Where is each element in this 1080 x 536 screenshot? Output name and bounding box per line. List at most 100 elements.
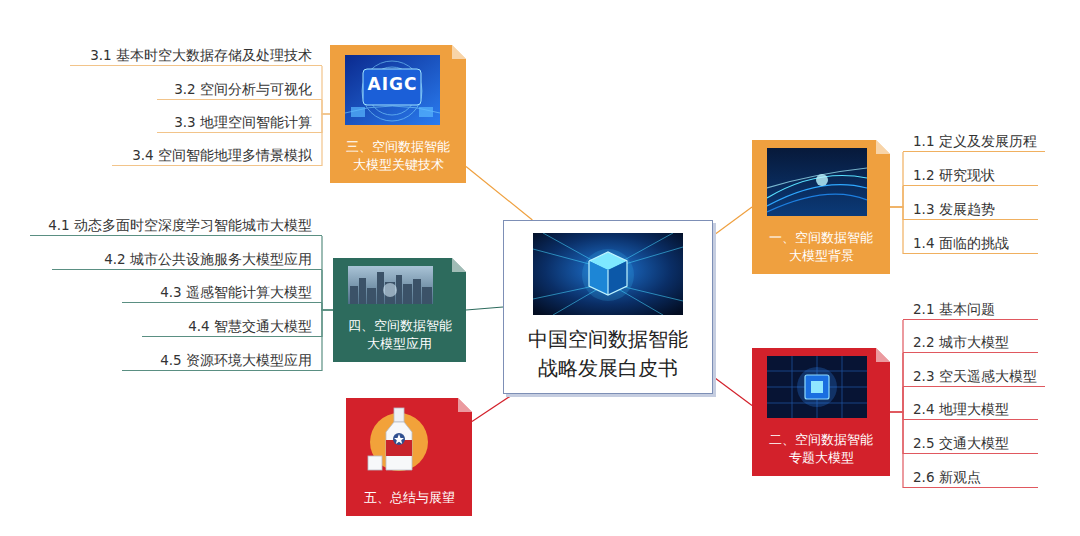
branch-connector bbox=[890, 412, 903, 420]
topic-leaf: 3.4 空间智能地理多情景模拟 bbox=[112, 140, 322, 166]
topic-text: 四、空间数据智能 大模型应用 bbox=[345, 317, 454, 353]
branch-topic: 四、空间数据智能 大模型应用 bbox=[333, 258, 466, 362]
topic-leaf: 1.1 定义及发展历程 bbox=[903, 126, 1045, 152]
illustration-part bbox=[348, 266, 433, 304]
card-fold bbox=[452, 45, 466, 59]
card-body bbox=[752, 348, 890, 476]
topic-leaf: 4.4 智慧交通大模型 bbox=[142, 311, 322, 337]
illustration-part bbox=[533, 233, 683, 315]
branch-connector bbox=[322, 270, 333, 310]
branch-topic: 五、总结与展望 bbox=[346, 398, 472, 516]
illustration-part bbox=[842, 356, 843, 418]
topic-illustration bbox=[533, 233, 683, 319]
leaf-text: 3.3 地理空间智能计算 bbox=[174, 112, 312, 132]
leaf-text: 1.1 定义及发展历程 bbox=[913, 131, 1037, 151]
branch-connector bbox=[713, 207, 752, 236]
branch-connector bbox=[322, 303, 333, 310]
illustration-part bbox=[792, 356, 793, 418]
illustration-part bbox=[345, 61, 440, 121]
illustration-part bbox=[767, 356, 867, 418]
illustration-part bbox=[805, 375, 829, 399]
branch-connector bbox=[322, 310, 333, 371]
topic-leaf: 2.5 交通大模型 bbox=[903, 428, 1038, 454]
branch-topic: 一、空间数据智能 大模型背景 bbox=[752, 140, 890, 274]
branch-connector bbox=[322, 310, 333, 337]
illustration-part bbox=[419, 107, 433, 117]
central-topic: 中国空间数据智能 战略发展白皮书 bbox=[503, 220, 713, 394]
illustration-part bbox=[767, 148, 867, 216]
branch-connector bbox=[890, 353, 903, 412]
illustration-part bbox=[589, 252, 627, 295]
branch-topic: 三、空间数据智能 大模型关键技术 bbox=[330, 45, 466, 183]
topic-leaf: 2.3 空天遥感大模型 bbox=[903, 361, 1045, 387]
illustration-part bbox=[367, 288, 376, 304]
leaf-text: 2.5 交通大模型 bbox=[913, 433, 1009, 453]
card-body bbox=[346, 398, 472, 516]
topic-text: 二、空间数据智能 专题大模型 bbox=[766, 431, 875, 467]
illustration-part bbox=[767, 168, 867, 212]
topic-leaf: 4.3 遥感智能计算大模型 bbox=[122, 277, 322, 303]
illustration-part bbox=[413, 279, 421, 304]
leaf-text: 1.4 面临的挑战 bbox=[913, 233, 1009, 253]
leaf-text: 2.4 地理大模型 bbox=[913, 399, 1009, 419]
leaf-text: 4.4 智慧交通大模型 bbox=[188, 316, 312, 336]
topic-illustration bbox=[348, 266, 433, 308]
topic-text: 五、总结与展望 bbox=[354, 489, 463, 507]
illustration-part bbox=[351, 107, 365, 117]
illustration-part bbox=[767, 194, 867, 212]
branch-connector bbox=[466, 307, 503, 310]
illustration-part bbox=[368, 456, 382, 470]
topic-leaf: 3.3 地理空间智能计算 bbox=[157, 107, 322, 133]
branch-connector bbox=[472, 394, 514, 422]
illustration-part bbox=[366, 404, 436, 476]
topic-leaf: 1.2 研究现状 bbox=[903, 160, 1038, 186]
topic-leaf: 2.4 地理大模型 bbox=[903, 394, 1038, 420]
card-body bbox=[333, 258, 466, 362]
illustration-part bbox=[345, 55, 440, 125]
leaf-text: 4.1 动态多面时空深度学习智能城市大模型 bbox=[48, 215, 312, 235]
topic-leaf: 1.4 面临的挑战 bbox=[903, 228, 1038, 254]
branch-connector bbox=[466, 166, 532, 220]
topic-leaf: 2.1 基本问题 bbox=[903, 294, 1038, 320]
branch-connector bbox=[890, 152, 903, 207]
branch-connector bbox=[890, 207, 903, 220]
topic-leaf: 3.1 基本时空大数据存储及处理技术 bbox=[70, 40, 322, 66]
leaf-text: 3.1 基本时空大数据存储及处理技术 bbox=[90, 45, 312, 65]
leaf-text: 4.3 遥感智能计算大模型 bbox=[160, 282, 312, 302]
branch-connector bbox=[890, 186, 903, 207]
leaf-text: 2.6 新观点 bbox=[913, 467, 981, 487]
illustration-part bbox=[393, 433, 405, 445]
leaf-text: 2.2 城市大模型 bbox=[913, 332, 1009, 352]
topic-leaf: 4.5 资源环境大模型应用 bbox=[122, 345, 322, 371]
illustration-part bbox=[582, 249, 634, 301]
illustration-part bbox=[359, 278, 366, 304]
branch-connector bbox=[890, 207, 903, 254]
topic-text: 一、空间数据智能 大模型背景 bbox=[766, 229, 875, 265]
illustration-part bbox=[350, 272, 432, 304]
leaf-text: 3.2 空间分析与可视化 bbox=[174, 79, 312, 99]
branch-connector bbox=[322, 114, 330, 133]
branch-connector bbox=[713, 377, 752, 406]
illustration-part bbox=[797, 367, 837, 407]
card-fold bbox=[458, 398, 472, 412]
card-fold bbox=[452, 258, 466, 272]
branch-connector bbox=[890, 320, 903, 412]
topic-illustration bbox=[366, 404, 436, 480]
topic-leaf: 2.6 新观点 bbox=[903, 462, 1038, 488]
illustration-part bbox=[589, 252, 627, 295]
illustration-caption: AIGC bbox=[345, 74, 440, 94]
illustration-part bbox=[533, 233, 683, 315]
leaf-text: 2.3 空天遥感大模型 bbox=[913, 366, 1037, 386]
illustration-part bbox=[386, 422, 412, 470]
illustration-part bbox=[383, 283, 397, 297]
leaf-text: 1.2 研究现状 bbox=[913, 165, 995, 185]
card-fold bbox=[876, 140, 890, 154]
topic-text: 三、空间数据智能 大模型关键技术 bbox=[343, 138, 452, 174]
topic-leaf: 2.2 城市大模型 bbox=[903, 327, 1038, 353]
leaf-text: 1.3 发展趋势 bbox=[913, 199, 995, 219]
illustration-part bbox=[422, 287, 432, 304]
topic-leaf: 4.2 城市公共设施服务大模型应用 bbox=[52, 244, 322, 270]
branch-connector bbox=[322, 236, 333, 310]
topic-leaf: 3.2 空间分析与可视化 bbox=[157, 74, 322, 100]
branch-connector bbox=[322, 114, 330, 166]
